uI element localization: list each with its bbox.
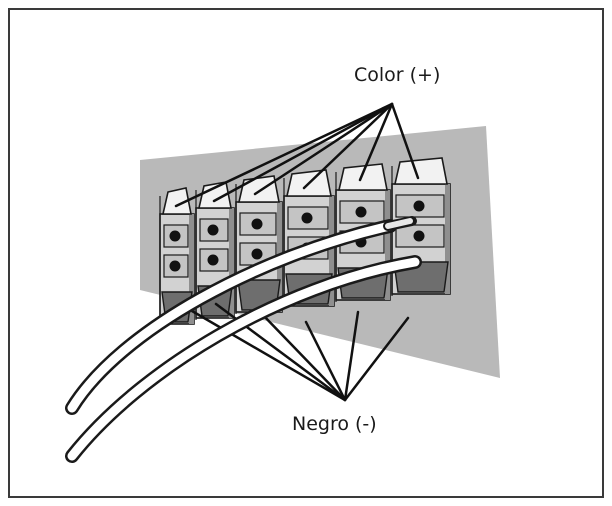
terminal-3 xyxy=(235,175,283,314)
terminal-6 xyxy=(391,157,451,296)
positive-leader-lines xyxy=(174,102,420,208)
negative-label: Negro (-) xyxy=(292,413,377,435)
speaker-wires xyxy=(65,216,422,463)
diagram-border xyxy=(8,8,604,498)
positive-label: Color (+) xyxy=(354,64,441,86)
terminal-strip xyxy=(159,157,451,326)
